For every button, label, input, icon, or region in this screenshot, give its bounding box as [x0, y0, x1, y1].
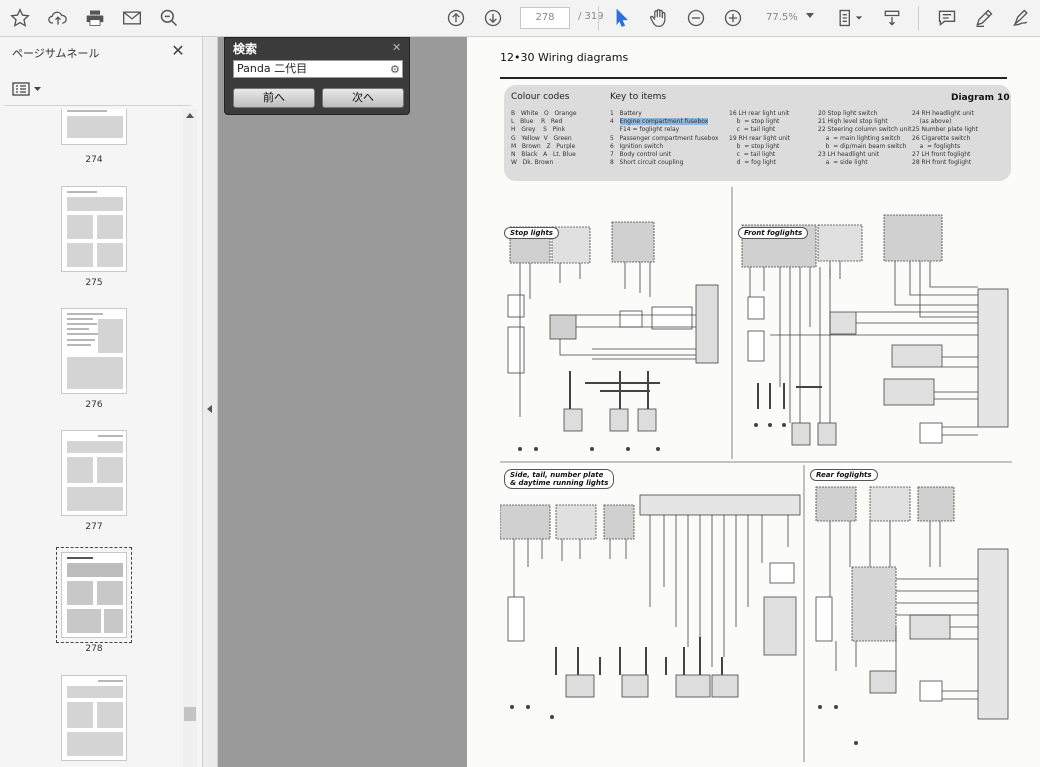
toolbar-separator: [918, 6, 919, 30]
scroll-up-icon[interactable]: [186, 113, 194, 118]
section-label: Stop lights: [504, 227, 559, 239]
zoom-level-select[interactable]: 77.5%: [766, 12, 798, 23]
main-toolbar: 278 / 319 77.5%: [0, 0, 1040, 37]
scrollbar-thumb[interactable]: [184, 707, 196, 721]
search-panel: 検索 ✕ Panda 二代目 ⚙ 前へ 次へ: [224, 37, 410, 115]
page-down-icon[interactable]: [481, 6, 505, 30]
sidebar-scrollbar[interactable]: [183, 109, 197, 767]
zoom-in-icon[interactable]: [721, 6, 745, 30]
sidebar-collapse-handle[interactable]: [203, 37, 218, 767]
sidebar-divider: [4, 105, 191, 106]
key-box: Colour codes Key to items Diagram 10 B W…: [504, 85, 1011, 181]
colour-codes-title: Colour codes: [511, 92, 570, 102]
document-page: 12•30 Wiring diagrams Colour codes Key t…: [467, 37, 1040, 767]
print-icon[interactable]: [83, 6, 107, 30]
scroll-mode-icon[interactable]: [880, 6, 904, 30]
diagram-label: Diagram 10: [951, 93, 1010, 103]
key-list-3: 20 Stop light switch 21 High level stop …: [818, 110, 912, 167]
upload-icon[interactable]: [46, 6, 70, 30]
sidebar-title: ページサムネール: [12, 47, 100, 60]
thumbnail-list: 274 275 276: [0, 109, 182, 767]
pen-icon[interactable]: [972, 6, 996, 30]
chevron-left-icon: [207, 405, 212, 413]
header-rule: [500, 77, 1007, 79]
thumbnail-label: 276: [85, 400, 103, 410]
star-icon[interactable]: [8, 6, 32, 30]
chevron-down-icon[interactable]: [854, 6, 864, 30]
wiring-diagram: Stop lights Front foglights Side, tail, …: [500, 187, 1012, 762]
next-result-button[interactable]: 次へ: [322, 88, 404, 108]
page-thumbnail[interactable]: [61, 430, 127, 516]
zoom-search-icon[interactable]: [157, 6, 181, 30]
page-up-icon[interactable]: [444, 6, 468, 30]
hand-icon[interactable]: [647, 6, 671, 30]
colour-codes-list: B White O Orange L Blue R Red H Grey S P…: [511, 110, 577, 167]
key-title: Key to items: [610, 92, 667, 102]
page-thumbnail[interactable]: [61, 308, 127, 394]
page-thumbnail-selected[interactable]: [56, 547, 132, 643]
key-list-1: 1 Battery 4 Engine compartment fusebox F…: [610, 110, 719, 167]
thumbnail-label: 274: [85, 155, 103, 165]
pointer-icon[interactable]: [610, 6, 634, 30]
mail-icon[interactable]: [120, 6, 144, 30]
page-thumbnail[interactable]: [61, 186, 127, 272]
search-input[interactable]: Panda 二代目: [233, 60, 403, 78]
chevron-down-icon[interactable]: [806, 13, 814, 18]
thumbnail-label: 277: [85, 522, 103, 532]
thumbnail-options-button[interactable]: [12, 81, 46, 97]
zoom-out-icon[interactable]: [684, 6, 708, 30]
section-label: Rear foglights: [810, 469, 878, 481]
page-header: 12•30 Wiring diagrams: [500, 51, 629, 64]
section-label: Side, tail, number plate& daytime runnin…: [504, 469, 615, 489]
page-thumbnail[interactable]: [61, 109, 127, 145]
wiring-diagram-drawing: [500, 187, 1012, 762]
search-title: 検索: [233, 42, 258, 56]
key-list-4: 24 RH headlight unit (as above) 25 Numbe…: [912, 110, 978, 167]
key-list-2: 16 LH rear light unit b = stop light c =…: [729, 110, 791, 167]
page-thumbnail[interactable]: [61, 675, 127, 761]
section-label: Front foglights: [738, 227, 809, 239]
comment-icon[interactable]: [935, 6, 959, 30]
toolbar-separator: [598, 6, 599, 30]
prev-result-button[interactable]: 前へ: [233, 88, 315, 108]
thumbnail-label: 278: [85, 644, 103, 654]
close-icon[interactable]: ✕: [392, 41, 402, 54]
page-total: / 319: [578, 11, 604, 22]
chevron-down-icon: [34, 87, 41, 91]
page-number-input[interactable]: 278: [520, 7, 570, 29]
sign-icon[interactable]: [1009, 6, 1033, 30]
thumbnail-label: 275: [85, 278, 103, 288]
search-highlight: Engine compartment fusebox: [619, 118, 709, 126]
fit-page-icon[interactable]: [834, 6, 858, 30]
list-icon: [12, 82, 30, 96]
gear-icon[interactable]: ⚙: [390, 63, 400, 76]
close-icon[interactable]: ✕: [171, 41, 185, 60]
thumbnail-sidebar: ページサムネール ✕ 274 275: [0, 37, 203, 767]
